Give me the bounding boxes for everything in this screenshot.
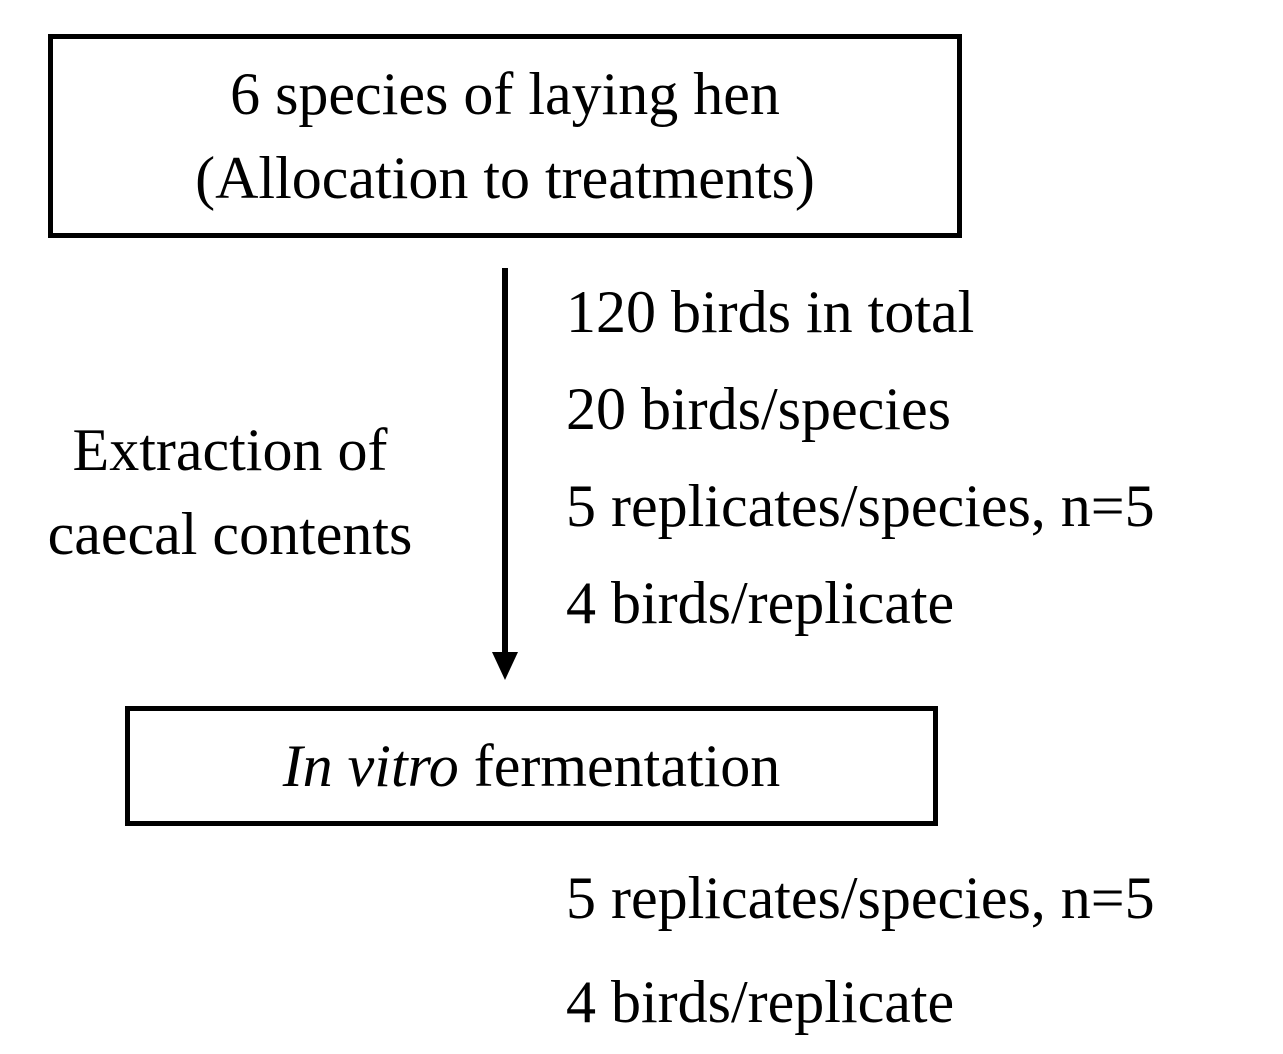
down-arrow (492, 268, 518, 680)
extraction-label-line-1: Extraction of (72, 417, 388, 483)
allocation-box: 6 species of laying hen (Allocation to t… (48, 34, 962, 238)
sample-note: 4 birds/replicate (566, 570, 955, 636)
fermentation-note: 4 birds/replicate (566, 969, 955, 1035)
sample-note: 5 replicates/species, n=5 (566, 473, 1155, 539)
sample-notes: 120 birds in total 20 birds/species 5 re… (566, 264, 1155, 652)
allocation-box-line-1: 6 species of laying hen (230, 61, 780, 127)
sample-note: 20 birds/species (566, 376, 951, 442)
in-vitro-text: In vitro (282, 733, 459, 799)
allocation-box-line-2: (Allocation to treatments) (195, 145, 815, 211)
fermentation-text: fermentation (458, 733, 781, 799)
fermentation-box-label: In vitro fermentation (283, 724, 781, 808)
extraction-label-line-2: caecal contents (47, 501, 413, 567)
sample-note: 120 birds in total (566, 279, 975, 345)
fermentation-notes: 5 replicates/species, n=5 4 birds/replic… (566, 846, 1155, 1054)
fermentation-box: In vitro fermentation (125, 706, 938, 826)
arrow-head (492, 652, 518, 680)
fermentation-note: 5 replicates/species, n=5 (566, 865, 1155, 931)
extraction-label: Extraction of caecal contents (10, 408, 450, 576)
